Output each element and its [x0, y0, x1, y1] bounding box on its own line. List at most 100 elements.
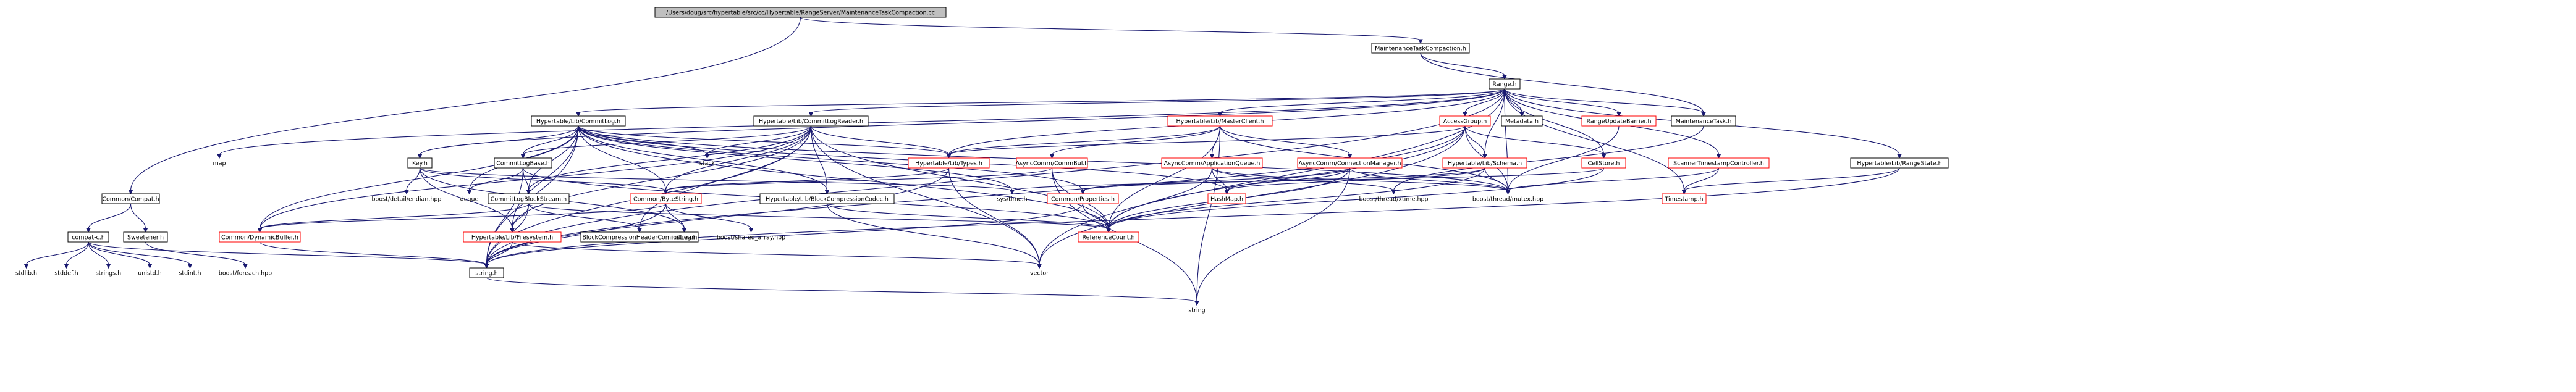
node-commitlog-h[interactable]: Hypertable/Lib/CommitLog.h: [531, 115, 626, 127]
edge-arrowhead: [243, 264, 248, 269]
edge-properties_h-to-string_h: [486, 203, 1084, 265]
edge-commitlogreader_h-to-commitlogblockstream_h: [528, 125, 812, 191]
edge-arrowhead: [1194, 301, 1199, 306]
edge-arrowhead: [257, 228, 263, 233]
edge-cellstore_h-to-referencecount_h: [1108, 167, 1605, 230]
node-maintenancetask-h[interactable]: MaintenanceTask.h: [1671, 115, 1736, 127]
edge-commitlog_h-to-types_h: [578, 125, 950, 156]
edge-range_h-to-commitlogreader_h: [810, 88, 1505, 114]
node-systime: sys/time.h: [997, 196, 1027, 203]
edge-connmanager_h-to-string: [1196, 167, 1351, 302]
node-appqueue-h[interactable]: AsyncComm/ApplicationQueue.h: [1161, 157, 1263, 169]
node-box: [101, 193, 160, 204]
node-unistd-h: unistd.h: [138, 270, 161, 277]
edge-arrowhead: [808, 112, 814, 117]
edge-commitlog_h-to-bytestring_h: [578, 125, 667, 191]
node-compat-c-h[interactable]: compat-c.h: [67, 231, 109, 243]
edge-range_h-to-commitlog_h: [578, 88, 1505, 114]
node-label: Common/ByteString.h: [633, 196, 698, 203]
node-timestamp-h[interactable]: Timestamp.h: [1662, 193, 1707, 204]
node-box: [463, 231, 562, 243]
edge-rangeupdatebarrier_h-to-boost_mutex: [1507, 125, 1620, 191]
node-iostream: iostream: [672, 235, 698, 241]
edge-masterclient_h-to-referencecount_h: [1108, 125, 1221, 230]
node-label: iostream: [672, 235, 698, 241]
node-asynccommittbuf[interactable]: AsyncComm/CommBuf.h: [1016, 157, 1089, 169]
node-label: MaintenanceTaskCompaction.h: [1375, 46, 1466, 52]
edge-root-to-mtc_h: [800, 17, 1421, 41]
node-rangestate-h[interactable]: Hypertable/Lib/RangeState.h: [1850, 157, 1949, 169]
node-compat-h[interactable]: Common/Compat.h: [101, 193, 160, 204]
edge-compat_c_h-to-unistd_h: [88, 241, 151, 265]
edge-range_h-to-timestamp_h: [1504, 88, 1685, 191]
edge-arrowhead: [143, 228, 148, 233]
node-blockcompressioncodec-h[interactable]: Hypertable/Lib/BlockCompressionCodec.h: [759, 193, 895, 204]
node-dynamicbuffer-h[interactable]: Common/DynamicBuffer.h: [219, 231, 301, 243]
node-label: deque: [460, 196, 479, 203]
node-string-h[interactable]: string.h: [469, 267, 504, 278]
node-connmanager-h[interactable]: AsyncComm/ConnectionManager.h: [1297, 157, 1403, 169]
edge-accessgroup_h-to-types_h: [948, 125, 1466, 156]
node-commitlogbase-h[interactable]: CommitLogBase.h: [494, 157, 552, 169]
node-scannertimestampcontroller-h[interactable]: ScannerTimestampController.h: [1668, 157, 1770, 169]
edge-compat_c_h-to-string_h: [88, 241, 488, 265]
node-sweetener-h[interactable]: Sweetener.h: [123, 231, 168, 243]
node-bytestring-h[interactable]: Common/ByteString.h: [630, 193, 702, 204]
edge-masterclient_h-to-asynccommittbuf: [1051, 125, 1221, 156]
node-box: [219, 231, 301, 243]
edge-mtc_h-to-maintenancetask_h: [1420, 52, 1704, 114]
edge-arrowhead: [1701, 112, 1706, 117]
edge-arrowhead: [520, 154, 526, 159]
node-commitlogreader-h[interactable]: Hypertable/Lib/CommitLogReader.h: [753, 115, 869, 127]
node-masterclient-h[interactable]: Hypertable/Lib/MasterClient.h: [1167, 115, 1273, 127]
edge-connmanager_h-to-boost_mutex: [1349, 167, 1509, 191]
node-label: HashMap.h: [1210, 196, 1243, 203]
node-referencecount-h[interactable]: ReferenceCount.h: [1078, 231, 1139, 243]
edge-arrowhead: [64, 264, 69, 269]
node-label: /Users/doug/src/hypertable/src/cc/Hypert…: [666, 10, 935, 17]
edge-commitlog_h-to-properties_h: [578, 125, 1084, 191]
node-box: [630, 193, 702, 204]
edge-arrowhead: [1482, 154, 1487, 159]
node-hashmap-h[interactable]: HashMap.h: [1207, 193, 1246, 204]
node-bcheadercommitlog-h[interactable]: BlockCompressionHeaderCommitLog.h: [580, 231, 699, 243]
node-accessgroup-h[interactable]: AccessGroup.h: [1439, 115, 1491, 127]
edge-filesystem_h-to-vector: [512, 241, 1040, 265]
node-cellstore-h[interactable]: CellStore.h: [1581, 157, 1626, 169]
edge-blockcompressioncodec_h-to-vector: [826, 203, 1040, 265]
node-vector: vector: [1030, 270, 1049, 277]
edge-commitlog_h-to-blockcompressioncodec_h: [578, 125, 828, 191]
edge-accessgroup_h-to-cellstore_h: [1464, 125, 1605, 156]
node-label: CommitLogBase.h: [496, 161, 549, 167]
node-commitlogblockstream-h[interactable]: CommitLogBlockStream.h: [488, 193, 570, 204]
edge-arrowhead: [1106, 228, 1111, 233]
node-label: Hypertable/Lib/CommitLogReader.h: [759, 119, 863, 125]
node-properties-h[interactable]: Common/Properties.h: [1047, 193, 1119, 204]
node-filesystem-h[interactable]: Hypertable/Lib/Filesystem.h: [463, 231, 562, 243]
node-label: Hypertable/Lib/Schema.h: [1448, 161, 1522, 167]
node-schema-h[interactable]: Hypertable/Lib/Schema.h: [1442, 157, 1527, 169]
node-rangeupdatebarrier-h[interactable]: RangeUpdateBarrier.h: [1581, 115, 1657, 127]
node-mtc-h[interactable]: MaintenanceTaskCompaction.h: [1371, 43, 1470, 54]
node-label: Hypertable/Lib/MasterClient.h: [1176, 119, 1264, 125]
node-root[interactable]: /Users/doug/src/hypertable/src/cc/Hypert…: [654, 7, 947, 18]
node-key-h[interactable]: Key.h: [407, 157, 433, 169]
node-label: ScannerTimestampController.h: [1673, 161, 1764, 167]
edge-maintenancetask_h-to-boost_xtime: [1393, 125, 1704, 191]
edge-bytestring_h-to-dynamicbuffer_h: [259, 203, 667, 230]
node-types-h[interactable]: Hypertable/Lib/Types.h: [908, 157, 990, 169]
node-string: string: [1188, 307, 1205, 314]
node-label: Key.h: [412, 161, 428, 167]
node-label: Sweetener.h: [127, 235, 164, 241]
node-box: [1850, 157, 1949, 169]
node-box: [1439, 115, 1491, 127]
node-range-h[interactable]: Range.h: [1489, 78, 1521, 90]
node-box: [1161, 157, 1263, 169]
node-label: AsyncComm/ApplicationQueue.h: [1164, 161, 1261, 167]
node-box: [1668, 157, 1770, 169]
node-metadata-h[interactable]: Metadata.h: [1501, 115, 1543, 127]
node-box: [1581, 115, 1657, 127]
node-label: CellStore.h: [1588, 161, 1620, 167]
edge-arrowhead: [1463, 112, 1467, 117]
